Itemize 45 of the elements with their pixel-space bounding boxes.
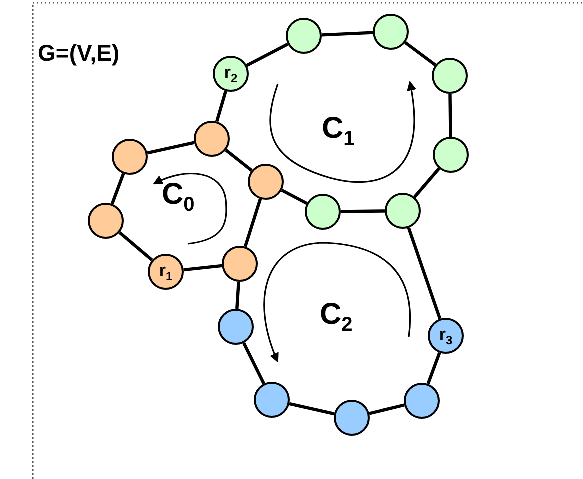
graph-edge (407, 228, 442, 320)
graph-edge (242, 342, 266, 385)
vertex-circle (194, 121, 230, 157)
vertex-circle (88, 203, 124, 239)
vertex-circle (404, 383, 440, 419)
vertex-label: r$_{1}$ (159, 262, 173, 282)
vertex-circle (334, 400, 370, 436)
vertex-circle (373, 14, 409, 50)
cycle-label: C$_{0}$ (162, 180, 195, 215)
vertex-circle (112, 139, 148, 175)
vertex-circle (222, 246, 258, 282)
graph-edge (184, 264, 222, 272)
graph-edge (369, 404, 405, 416)
graph-edge (289, 402, 335, 416)
labeled-vertex (148, 254, 184, 290)
graph-edge (244, 198, 262, 248)
cycle-label: C$_{2}$ (320, 300, 353, 335)
vertex-circle (432, 58, 468, 94)
vertex-label: r$_{2}$ (224, 64, 238, 84)
vertex-label: r$_{3}$ (439, 326, 453, 346)
graph-edge (236, 282, 240, 310)
vertex-circle (248, 164, 284, 200)
labeled-vertex (428, 318, 464, 354)
vertex-circle (433, 137, 469, 173)
vertex-circle (305, 194, 341, 230)
graph-edge (281, 188, 308, 206)
graph-edge (246, 42, 289, 68)
graph-edge (426, 352, 442, 385)
vertex-circle (218, 309, 254, 345)
graph-edge (404, 41, 437, 67)
graph-edge (448, 94, 452, 138)
graph-edge (340, 210, 386, 214)
graph-edge (414, 168, 440, 198)
vertex-circle (286, 18, 322, 54)
vertex-circle (254, 382, 290, 418)
graph-edge (118, 231, 154, 262)
graph-edge (322, 31, 374, 37)
graph-edge (225, 148, 253, 172)
vertex-circle (385, 193, 421, 229)
graph-edge (216, 90, 228, 122)
cycle-label: C$_{1}$ (322, 114, 355, 149)
labeled-vertex (213, 56, 249, 92)
graph-edge (147, 141, 195, 155)
title: G=(V,E) (38, 40, 120, 67)
graph-edge (110, 173, 126, 205)
